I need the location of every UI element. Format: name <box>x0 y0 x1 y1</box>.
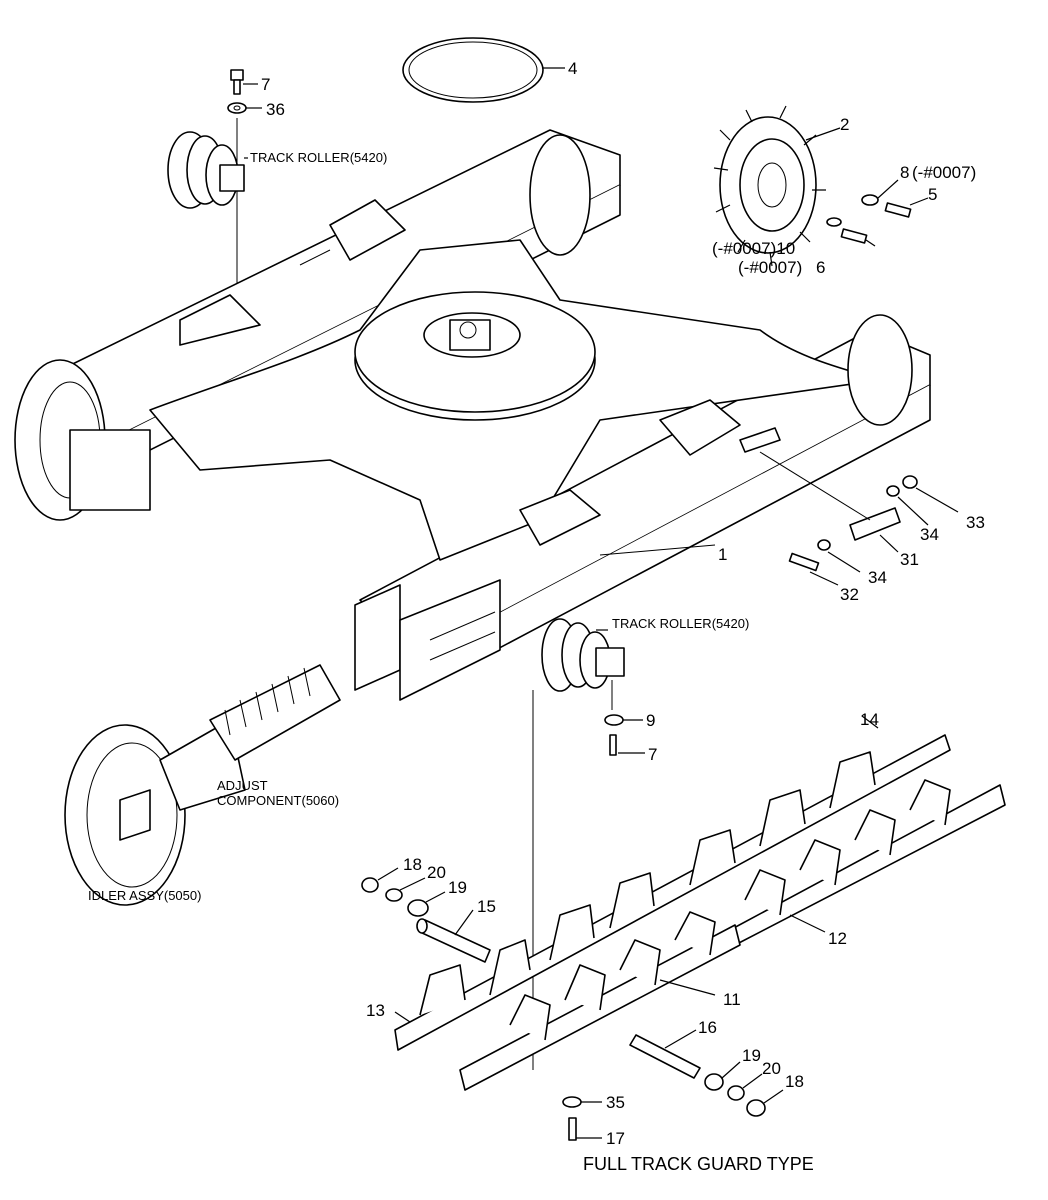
label-11: 11 <box>723 990 741 1009</box>
label-18-right: 18 <box>785 1072 804 1091</box>
track-guard-13 <box>394 1011 411 1023</box>
label-34-right: 34 <box>920 525 939 544</box>
label-19-right: 19 <box>742 1046 761 1065</box>
track-roller-top <box>167 131 248 209</box>
adjust-label-line1: ADJUST <box>217 778 268 793</box>
label-4: 4 <box>568 59 577 78</box>
track-roller-mid-label: TRACK ROLLER(5420) <box>612 616 749 631</box>
label-36: 36 <box>266 100 285 119</box>
bolt-set-right <box>704 1061 784 1117</box>
label-15: 15 <box>477 897 496 916</box>
label-9: 9 <box>646 711 655 730</box>
label-31: 31 <box>900 550 919 569</box>
lower-frame <box>14 129 931 701</box>
label-16: 16 <box>698 1018 717 1037</box>
label-13: 13 <box>366 1001 385 1020</box>
pin-16 <box>629 1029 701 1079</box>
label-14: 14 <box>860 710 879 729</box>
label-5: 5 <box>928 185 937 204</box>
sprocket-bolt-6 <box>826 217 876 247</box>
idler-assembly <box>64 719 246 906</box>
label-1: 1 <box>718 545 727 564</box>
bolt-17-washer-35 <box>562 1096 602 1141</box>
label-2: 2 <box>840 115 849 134</box>
label-7-top: 7 <box>261 75 270 94</box>
label-35: 35 <box>606 1093 625 1112</box>
guard-bolt-32 <box>788 539 861 586</box>
label-12: 12 <box>828 929 847 948</box>
label-6-note: (-#0007) <box>738 258 802 277</box>
diagram-caption: FULL TRACK GUARD TYPE <box>583 1154 814 1174</box>
o-ring-part <box>402 37 565 103</box>
guard-nut-33 <box>886 475 959 526</box>
idler-label: IDLER ASSY(5050) <box>88 888 201 903</box>
sprocket-bolt-5 <box>861 179 929 218</box>
label-33: 33 <box>966 513 985 532</box>
label-6: 6 <box>816 258 825 277</box>
label-10: (-#0007)10 <box>712 239 795 258</box>
label-19-left: 19 <box>448 878 467 897</box>
label-20-right: 20 <box>762 1059 781 1078</box>
track-roller-top-label: TRACK ROLLER(5420) <box>250 150 387 165</box>
label-7-mid: 7 <box>648 745 657 764</box>
sprocket-part <box>713 105 841 267</box>
track-guard-14 <box>394 715 951 1051</box>
label-18-left: 18 <box>403 855 422 874</box>
label-8: 8 <box>900 163 909 182</box>
adjust-component <box>209 664 341 761</box>
adjust-label-line2: COMPONENT(5060) <box>217 793 339 808</box>
pin-15 <box>416 909 491 963</box>
track-guard-11 <box>459 911 741 1091</box>
bolt-set-left <box>361 867 446 917</box>
label-17: 17 <box>606 1129 625 1148</box>
guard-clip-31 <box>739 427 901 553</box>
label-8-note: (-#0007) <box>912 163 976 182</box>
label-34-left: 34 <box>868 568 887 587</box>
label-32: 32 <box>840 585 859 604</box>
track-roller-mid <box>532 618 645 1070</box>
label-20-left: 20 <box>427 863 446 882</box>
